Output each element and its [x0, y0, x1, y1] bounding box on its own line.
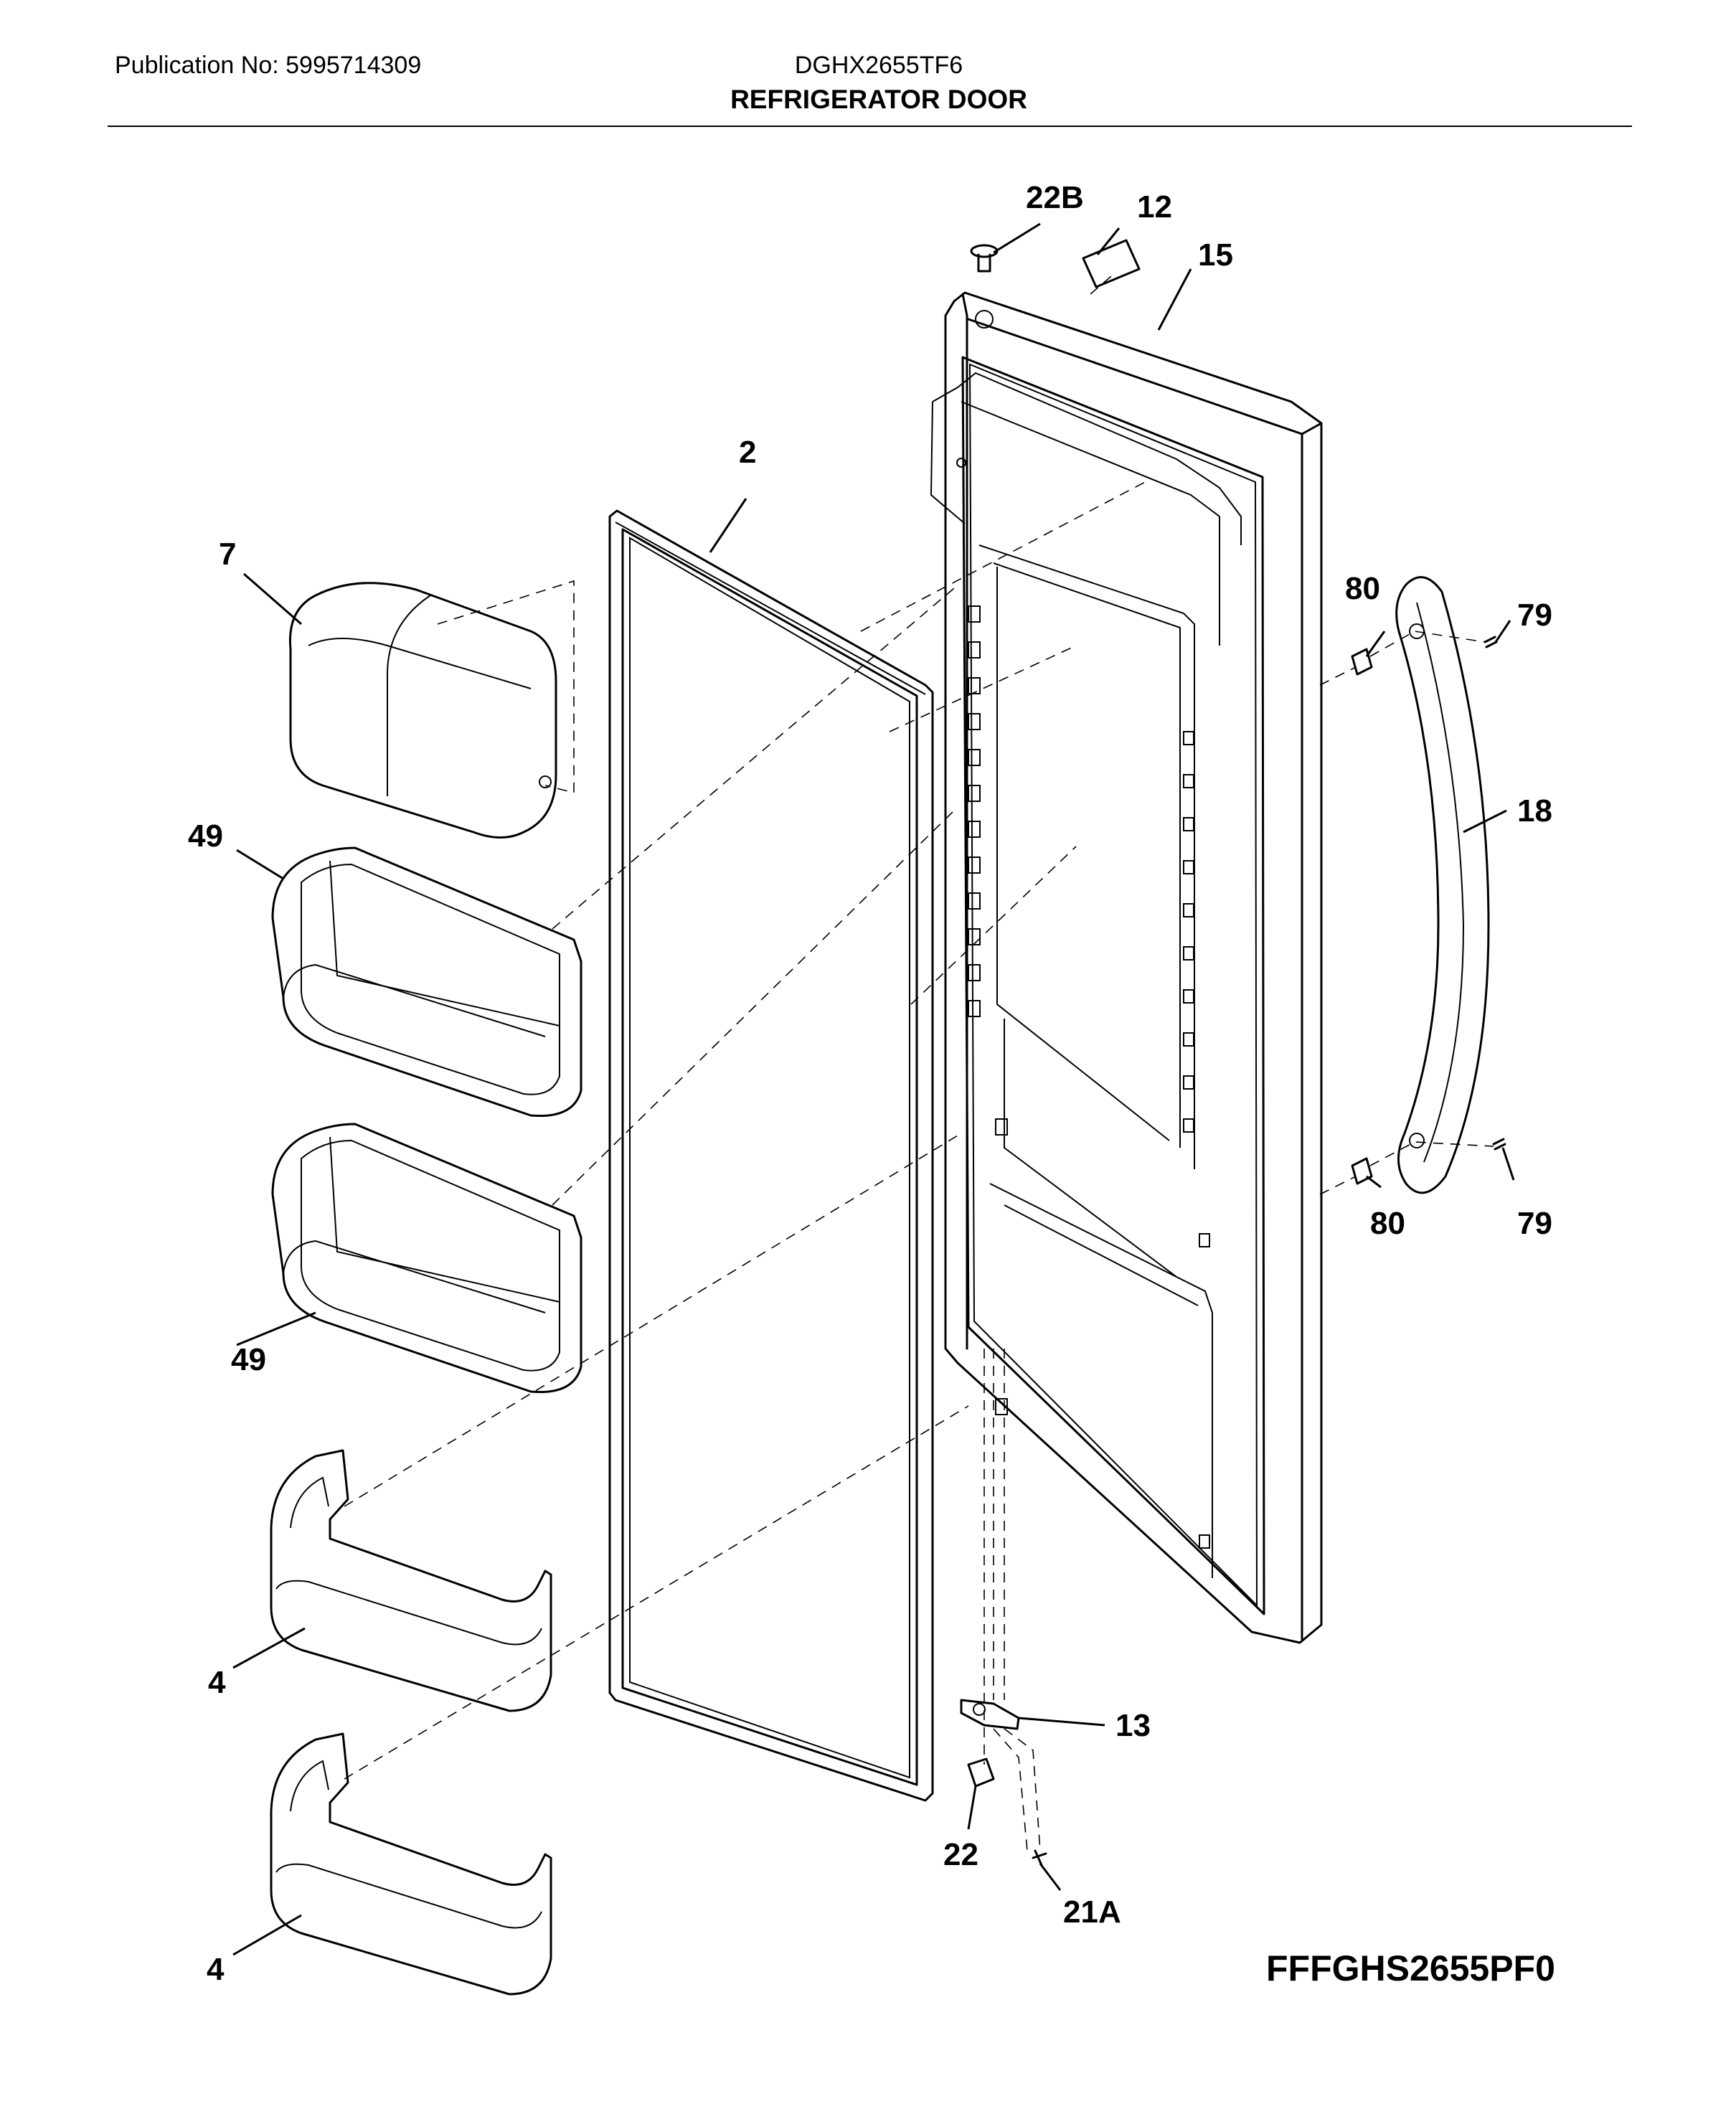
door-bin-part-49-upper	[271, 846, 582, 1118]
publication-number: Publication No: 5995714309	[115, 52, 422, 79]
hardware-parts	[960, 239, 1506, 1866]
callout-12: 12	[1137, 189, 1172, 225]
callout-49-lower: 49	[231, 1342, 266, 1377]
callout-22: 22	[943, 1837, 978, 1872]
callout-4-upper: 4	[208, 1665, 226, 1700]
callout-13: 13	[1115, 1708, 1151, 1743]
callout-22B: 22B	[1026, 180, 1084, 215]
callout-79-upper: 79	[1517, 598, 1552, 633]
door-handle-part-18	[1395, 576, 1490, 1194]
door-bin-part-49-lower	[271, 1123, 582, 1394]
door-bin-part-4-upper	[270, 1449, 552, 1712]
callout-79-lower: 79	[1517, 1206, 1552, 1241]
door-bin-part-4-lower	[270, 1732, 552, 1996]
model-number: DGHX2655TF6	[794, 52, 963, 79]
callout-2: 2	[739, 435, 756, 470]
callout-18: 18	[1517, 793, 1552, 829]
callout-labels: 22B 12 15 2 7 80 79 49 18 80 79 49 4 13 …	[188, 180, 1552, 1987]
callout-49-upper: 49	[188, 818, 223, 854]
door-liner-part-15	[930, 291, 1323, 1644]
shelf-cover-part-7	[288, 582, 557, 839]
header-divider	[108, 126, 1632, 127]
callout-4-lower: 4	[207, 1952, 225, 1987]
callout-21A: 21A	[1063, 1894, 1121, 1930]
assembly-lines	[344, 272, 1494, 1851]
drawing-code: FFFGHS2655PF0	[1266, 1948, 1555, 1988]
page-title: REFRIGERATOR DOOR	[730, 85, 1027, 114]
callout-7: 7	[219, 537, 236, 572]
callout-15: 15	[1198, 237, 1233, 273]
door-gasket-part-2	[608, 509, 934, 1802]
leader-lines	[232, 222, 1515, 1956]
callout-80-upper: 80	[1345, 571, 1380, 606]
callout-80-lower: 80	[1370, 1206, 1405, 1241]
